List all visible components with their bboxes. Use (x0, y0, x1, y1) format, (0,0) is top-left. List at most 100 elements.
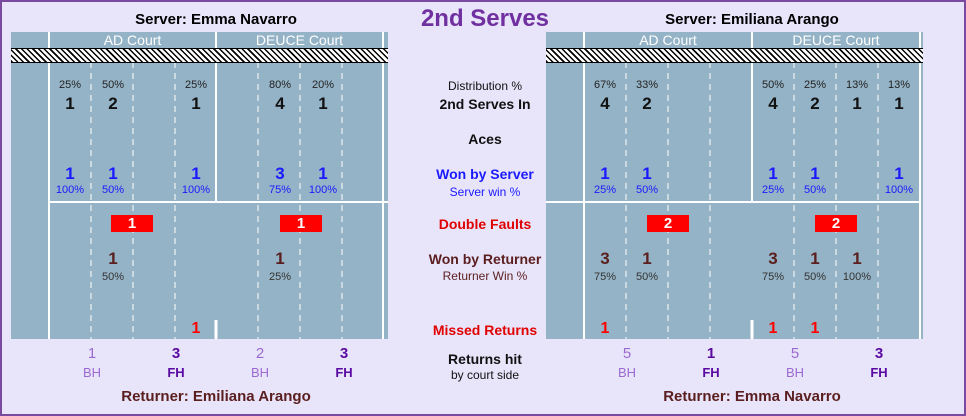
returns-hit-label: Returns hit (448, 351, 522, 367)
right-missed-return: 1 (810, 320, 820, 337)
right-returns-side: FH (870, 365, 888, 380)
left-returns-count: 1 (87, 345, 97, 362)
right-missed-return: 1 (600, 320, 610, 337)
left-won-by-returner: 1 (275, 249, 285, 268)
left-deuce-court-header: DEUCE Court (255, 32, 344, 48)
right-won-by-server: 1 (642, 164, 652, 183)
left-dist-pct: 25% (58, 79, 82, 91)
right-deuce-court-header: DEUCE Court (792, 32, 880, 48)
right-returns-side: FH (702, 365, 720, 380)
left-won-by-server: 3 (275, 164, 285, 183)
right-returns-side: BH (785, 365, 805, 380)
right-returns-count: 5 (622, 345, 632, 362)
left-returner-win-pct: 25% (268, 271, 292, 283)
right-serves-in: 2 (642, 94, 652, 113)
right-dist-pct: 50% (761, 79, 785, 91)
server-win-pct-label: Server win % (449, 185, 521, 199)
right-serves-in: 1 (894, 94, 904, 113)
left-returns-count: 3 (339, 345, 349, 362)
left-ad-court-header: AD Court (103, 32, 162, 48)
right-returner-win-pct: 50% (803, 271, 827, 283)
right-dist-pct: 25% (803, 79, 827, 91)
right-returns-side: BH (617, 365, 637, 380)
right-won-by-returner: 3 (600, 249, 610, 268)
right-double-fault-badge: 2 (647, 215, 689, 232)
left-serves-in: 4 (275, 94, 285, 113)
right-won-by-returner: 3 (768, 249, 778, 268)
left-serves-in: 1 (65, 94, 75, 113)
right-server-win-pct: 100% (884, 184, 914, 196)
right-returner-win-pct: 75% (593, 271, 617, 283)
right-server-label: Server: Emiliana Arango (665, 11, 839, 28)
left-won-by-server: 1 (191, 164, 201, 183)
right-serves-in: 1 (852, 94, 862, 113)
right-returner-win-pct: 100% (842, 271, 872, 283)
won-by-server-label: Won by Server (436, 166, 534, 182)
left-serves-in: 1 (318, 94, 328, 113)
right-server-win-pct: 25% (593, 184, 617, 196)
right-court-lines (546, 32, 921, 339)
won-by-returner-label: Won by Returner (428, 251, 542, 267)
right-server-win-pct: 50% (635, 184, 659, 196)
left-won-by-returner: 1 (108, 249, 118, 268)
right-won-by-returner: 1 (642, 249, 652, 268)
right-won-by-server: 1 (768, 164, 778, 183)
right-server-win-pct: 25% (761, 184, 785, 196)
left-dist-pct: 80% (268, 79, 292, 91)
left-returns-side: BH (82, 365, 102, 380)
left-server-win-pct: 75% (268, 184, 292, 196)
by-court-side-label: by court side (450, 368, 520, 382)
left-court: AD Court DEUCE Court 25% 50% 25% 80% 20%… (11, 32, 388, 339)
page-title: 2nd Serves (420, 5, 550, 32)
right-dist-pct: 13% (887, 79, 911, 91)
right-returner-label: Returner: Emma Navarro (663, 388, 841, 405)
right-dist-pct: 67% (593, 79, 617, 91)
right-returner-win-pct: 75% (761, 271, 785, 283)
left-double-fault-badge: 1 (111, 215, 153, 232)
right-returner-win-pct: 50% (635, 271, 659, 283)
right-won-by-server: 1 (810, 164, 820, 183)
right-dist-pct: 33% (635, 79, 659, 91)
left-returns-side: FH (167, 365, 185, 380)
left-serves-in: 2 (108, 94, 118, 113)
left-server-label: Server: Emma Navarro (135, 11, 297, 28)
right-won-by-returner: 1 (810, 249, 820, 268)
left-net (11, 48, 388, 63)
left-server-win-pct: 50% (101, 184, 125, 196)
left-returns-count: 3 (171, 345, 181, 362)
right-court: AD Court DEUCE Court 67% 33% 50% 25% 13%… (546, 32, 923, 339)
double-faults-label: Double Faults (438, 216, 532, 232)
left-server-win-pct: 100% (308, 184, 338, 196)
right-returns-count: 3 (874, 345, 884, 362)
returner-win-pct-label: Returner Win % (442, 269, 528, 283)
right-serves-in: 4 (600, 94, 610, 113)
left-serves-in: 1 (191, 94, 201, 113)
right-ad-court-header: AD Court (639, 32, 697, 48)
right-won-by-returner: 1 (852, 249, 862, 268)
right-missed-return: 1 (768, 320, 778, 337)
left-dist-pct: 50% (101, 79, 125, 91)
right-dist-pct: 13% (845, 79, 869, 91)
right-server-win-pct: 50% (803, 184, 827, 196)
left-server-win-pct: 100% (181, 184, 211, 196)
left-returns-side: BH (250, 365, 270, 380)
left-returns-side: FH (335, 365, 353, 380)
left-won-by-server: 1 (108, 164, 118, 183)
missed-returns-label: Missed Returns (432, 322, 538, 338)
left-returner-win-pct: 50% (101, 271, 125, 283)
left-dist-pct: 25% (184, 79, 208, 91)
left-double-fault-badge: 1 (280, 215, 322, 232)
right-serves-in: 4 (768, 94, 778, 113)
left-server-win-pct: 100% (55, 184, 85, 196)
right-net (546, 48, 923, 63)
left-missed-return: 1 (191, 320, 201, 337)
right-won-by-server: 1 (894, 164, 904, 183)
left-won-by-server: 1 (65, 164, 75, 183)
right-won-by-server: 1 (600, 164, 610, 183)
left-dist-pct: 20% (311, 79, 335, 91)
serves-in-label: 2nd Serves In (439, 96, 531, 112)
right-returns-count: 5 (790, 345, 800, 362)
distribution-label: Distribution % (447, 79, 523, 93)
right-returns-count: 1 (706, 345, 716, 362)
